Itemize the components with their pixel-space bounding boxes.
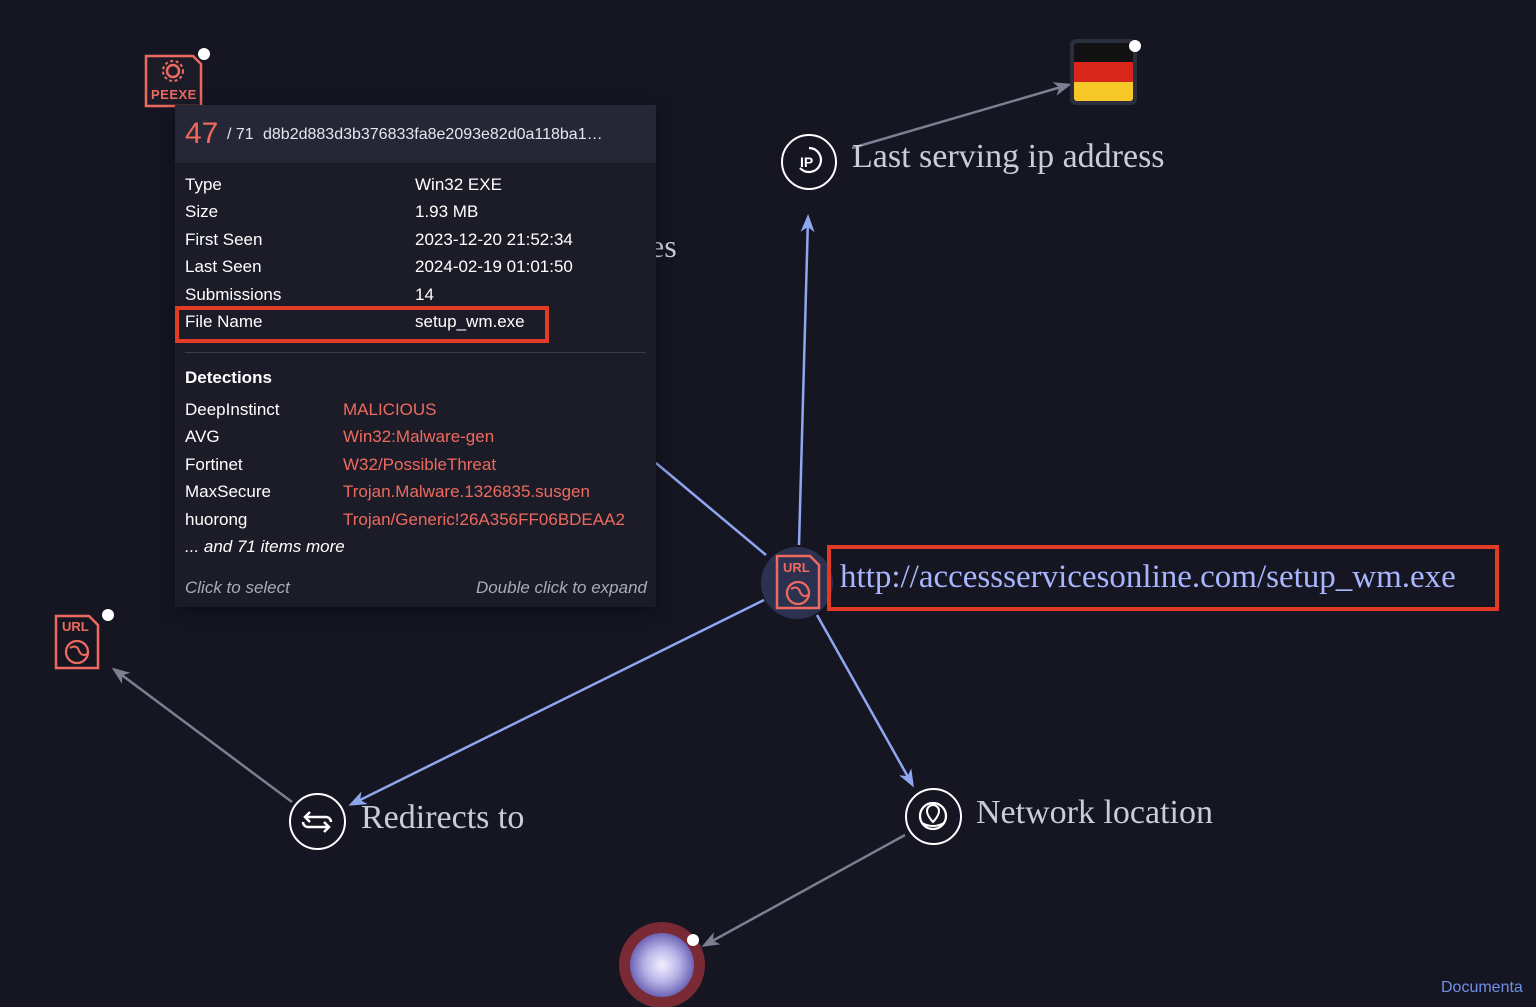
redirects-to-label: Redirects to (361, 799, 525, 836)
edge-url-to-ip (797, 214, 815, 546)
detection-engine: huorong (185, 510, 248, 529)
globe-node-dot (687, 934, 699, 946)
edge-url-to-network (815, 614, 914, 788)
redirect-arrows-icon (301, 811, 333, 833)
detection-engine: DeepInstinct (185, 400, 280, 419)
url-file-icon (54, 614, 100, 670)
network-location-node[interactable] (905, 788, 962, 845)
url-file-icon (775, 554, 821, 610)
field-label-file-name: File Name (185, 312, 263, 331)
detection-result: Trojan/Generic!26A356FF06BDEAA2 (343, 510, 625, 529)
last-serving-ip-label: Last serving ip address (852, 138, 1165, 175)
peexe-node-dot (198, 48, 210, 60)
field-value-type: Win32 EXE (415, 175, 502, 194)
field-value-last-seen: 2024-02-19 01:01:50 (415, 257, 573, 276)
edge-ip-to-flag (851, 82, 1072, 150)
ip-address-icon: IP (799, 146, 823, 174)
file-details-tooltip[interactable]: 47 / 71 d8b2d883d3b376833fa8e2093e82d0a1… (175, 105, 656, 607)
detection-total: / 71 (227, 126, 254, 143)
globe-icon[interactable] (630, 933, 694, 997)
ip-relationship-node[interactable]: IP (781, 134, 837, 190)
field-label-submissions: Submissions (185, 285, 282, 304)
field-value-first-seen: 2023-12-20 21:52:34 (415, 230, 573, 249)
url-highlight-box (827, 545, 1499, 611)
url-node-label: URL (783, 560, 810, 575)
more-detections-text: ... and 71 items more (185, 537, 345, 556)
network-location-icon (918, 801, 948, 831)
url-node-label: URL (62, 619, 89, 634)
peexe-file-node[interactable]: PEEXE (143, 52, 203, 110)
detection-result: Trojan.Malware.1326835.susgen (343, 482, 590, 501)
field-value-file-name: setup_wm.exe (415, 312, 525, 331)
field-label-size: Size (185, 202, 219, 221)
field-value-submissions: 14 (415, 285, 434, 304)
detection-engine: AVG (185, 427, 220, 446)
field-label-first-seen: First Seen (185, 230, 263, 249)
tooltip-divider (185, 352, 646, 353)
detection-engine: MaxSecure (185, 482, 271, 501)
double-click-expand-hint: Double click to expand (475, 578, 647, 597)
network-location-label: Network location (976, 794, 1213, 831)
field-label-type: Type (185, 175, 222, 194)
peexe-file-icon (144, 54, 203, 108)
redirect-url-node[interactable]: URL (53, 613, 101, 671)
country-flag-node[interactable] (1070, 39, 1137, 105)
field-label-last-seen: Last Seen (185, 257, 262, 276)
flag-node-dot (1129, 40, 1141, 52)
detections-heading: Detections (185, 368, 272, 387)
click-to-select-hint: Click to select (185, 578, 290, 597)
redirect-url-node-dot (102, 609, 114, 621)
detection-result: W32/PossibleThreat (343, 455, 497, 474)
edge-url-to-redirects (348, 598, 765, 806)
edge-network-to-globe (701, 833, 906, 947)
center-url-node[interactable]: URL (774, 553, 822, 611)
center-url-text[interactable]: http://accessservicesonline.com/setup_wm… (840, 559, 1456, 595)
file-hash: d8b2d883d3b376833fa8e2093e82d0a118ba1… (263, 126, 603, 143)
tooltip-header: 47 / 71 d8b2d883d3b376833fa8e2093e82d0a1… (175, 105, 656, 163)
field-value-size: 1.93 MB (415, 202, 479, 221)
detection-score: 47 (185, 117, 219, 150)
germany-flag-icon (1074, 43, 1133, 101)
documentation-link[interactable]: Documenta (1441, 979, 1523, 996)
detection-result: MALICIOUS (343, 400, 437, 419)
detection-result: Win32:Malware-gen (343, 427, 495, 446)
peexe-label: PEEXE (151, 87, 197, 102)
file-name-highlight-box (175, 306, 549, 343)
edge-redirects-to-url (111, 667, 293, 804)
redirects-to-node[interactable] (289, 793, 346, 850)
detection-engine: Fortinet (185, 455, 243, 474)
svg-text:IP: IP (800, 154, 813, 170)
edge-hidden-to-url (655, 462, 767, 556)
